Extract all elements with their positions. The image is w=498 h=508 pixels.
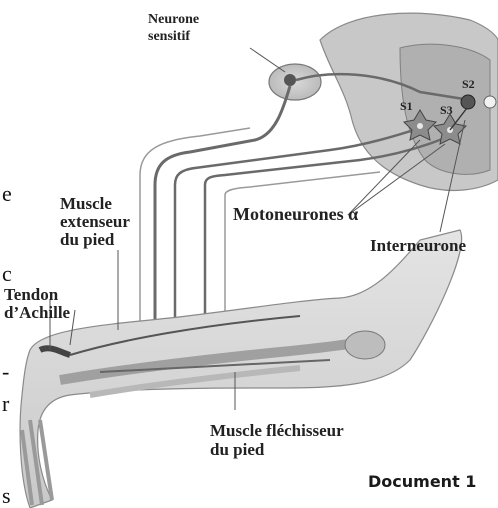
label-tendon-line1: Tendon: [4, 285, 59, 304]
label-motoneurones: Motoneurones α: [233, 204, 358, 224]
label-muscle-extenseur-line2: extenseur: [60, 212, 130, 231]
label-muscle-extenseur-line1: Muscle: [60, 194, 112, 213]
label-interneurone: Interneurone: [370, 236, 466, 255]
label-neurone-sensitif-line1: Neurone: [148, 12, 199, 27]
edge-text-r: r: [2, 391, 10, 416]
label-tendon-line2: d’Achille: [4, 303, 71, 322]
label-muscle-flechisseur-line1: Muscle fléchisseur: [210, 421, 344, 440]
label-muscle-flechisseur-line2: du pied: [210, 440, 265, 459]
edge-text-dash: -: [2, 359, 9, 384]
label-s2: S2: [462, 77, 475, 91]
edge-text-e: e: [2, 181, 12, 206]
interneuron-s2: [461, 95, 475, 109]
leg: [20, 230, 462, 508]
dorsal-root-ganglion: [269, 64, 321, 100]
edge-text-s: s: [2, 483, 11, 508]
edge-text-c: c: [2, 261, 12, 286]
label-muscle-extenseur-line3: du pied: [60, 230, 115, 249]
label-s3: S3: [440, 103, 453, 117]
label-s1: S1: [400, 99, 413, 113]
label-document: Document 1: [368, 472, 476, 491]
label-neurone-sensitif-line2: sensitif: [148, 29, 190, 44]
